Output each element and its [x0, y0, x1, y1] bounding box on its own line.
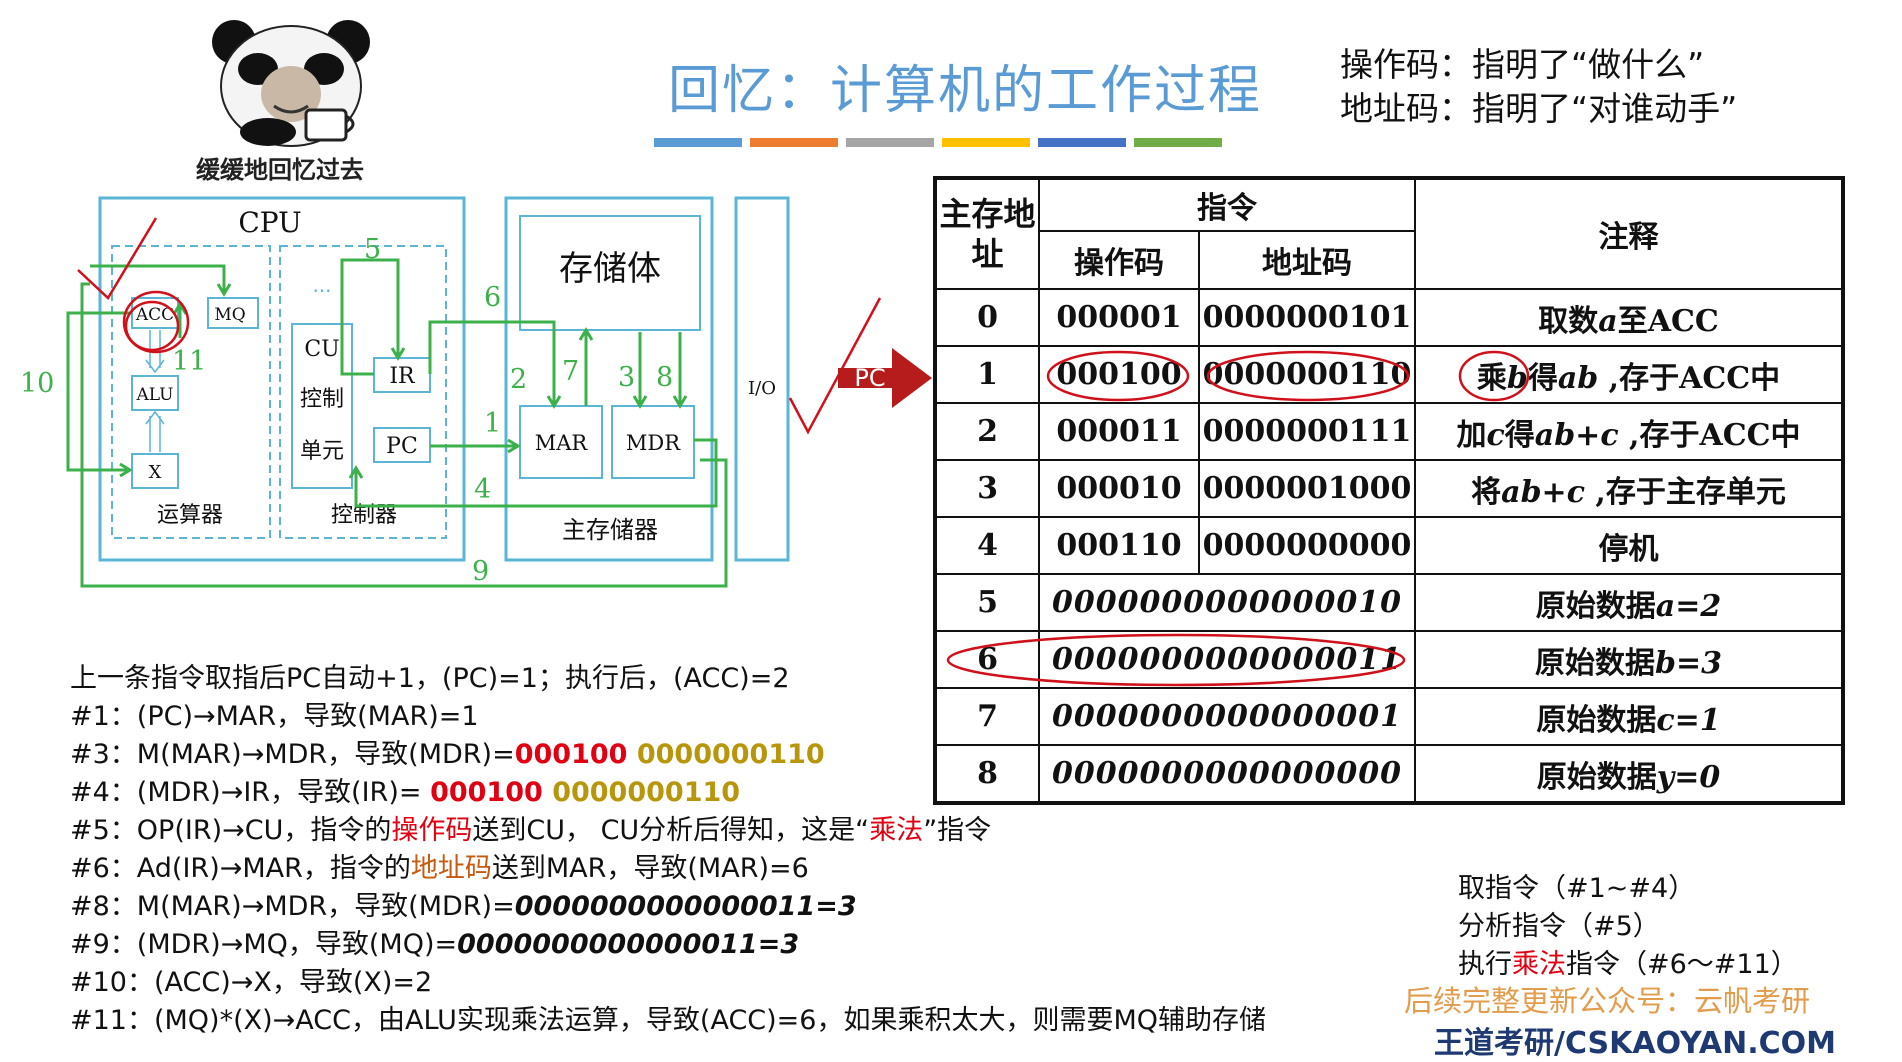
- phase-list: 取指令（#1~#4） 分析指令（#5） 执行乘法指令（#6～#11）: [1458, 870, 1798, 984]
- color-bar-6: [1134, 138, 1222, 147]
- table-row: 0 000001 0000000101 取数a至ACC: [934, 288, 1844, 347]
- control-unit-box: [279, 245, 447, 539]
- mar-register: [519, 405, 603, 479]
- svg-text:MDR: MDR: [626, 431, 681, 455]
- step-9: #9：(MDR)→MQ，导致(MQ)=0000000000000011=3: [70, 929, 800, 960]
- svg-text:9: 9: [472, 556, 489, 587]
- header-comment: 注释: [1414, 177, 1844, 290]
- step-10: #10：(ACC)→X，导致(X)=2: [70, 967, 433, 998]
- phase-analyze: 分析指令（#5）: [1458, 911, 1660, 942]
- table-row: 7 0000000000000001 原始数据c=1: [934, 687, 1844, 746]
- storage-body: [519, 215, 701, 331]
- svg-text:PC: PC: [386, 434, 418, 459]
- handwritten-circle: [946, 633, 1406, 687]
- svg-text:控制: 控制: [300, 387, 344, 412]
- color-bar-2: [750, 138, 838, 147]
- watermark-account: 后续完整更新公众号：云帆考研: [1404, 984, 1811, 1018]
- cu-box: [291, 323, 353, 489]
- step-8: #8：M(MAR)→MDR，导致(MDR)=0000000000000011=3: [70, 891, 857, 922]
- handwritten-circle: [1458, 350, 1530, 402]
- svg-text:单元: 单元: [300, 439, 344, 464]
- color-bar-4: [942, 138, 1030, 147]
- handwritten-check: [77, 217, 158, 300]
- table-row: 4 000110 0000000000 停机: [934, 516, 1844, 575]
- color-bar-1: [654, 138, 742, 147]
- svg-text:CU: CU: [304, 337, 339, 362]
- handwritten-check-io: [788, 297, 882, 435]
- page-title: 回忆：计算机的工作过程: [668, 61, 1263, 121]
- watermark-brand: 王道考研/CSKAOYAN.COM: [1434, 1026, 1836, 1061]
- svg-text:2: 2: [510, 364, 527, 395]
- step-1: #1：(PC)→MAR，导致(MAR)=1: [70, 701, 479, 732]
- table-row: 5 0000000000000010 原始数据a=2: [934, 573, 1844, 632]
- svg-text:11: 11: [172, 346, 206, 377]
- svg-text:4: 4: [474, 474, 491, 505]
- step-4: #4：(MDR)→IR，导致(IR)= 000100 0000000110: [70, 777, 741, 808]
- header-instr: 指令: [1038, 177, 1416, 232]
- svg-text:6: 6: [484, 282, 501, 313]
- note-opcode: 操作码：指明了“做什么”: [1340, 45, 1705, 84]
- svg-text:MAR: MAR: [535, 431, 589, 455]
- main-memory-box: [504, 196, 714, 562]
- svg-text:PC: PC: [854, 364, 885, 392]
- step-3: #3：M(MAR)→MDR，导致(MDR)=000100 0000000110: [70, 739, 825, 770]
- header-address: 地址码: [1198, 230, 1416, 290]
- computer-architecture-diagram: CPU 运算器 控制器 ACC MQ ALU X CU 控制 单元 ··· IR…: [20, 196, 932, 588]
- header-addr: 主存地址: [934, 177, 1040, 290]
- svg-text:···: ···: [312, 279, 331, 303]
- svg-text:存储体: 存储体: [559, 249, 661, 289]
- mq-register: [207, 297, 259, 329]
- svg-text:7: 7: [562, 356, 579, 387]
- svg-text:I/O: I/O: [748, 378, 776, 399]
- table-row: 3 000010 0000001000 将ab+c ,存于主存单元: [934, 459, 1844, 518]
- note-address: 地址码：指明了“对谁动手”: [1340, 89, 1738, 128]
- svg-text:3: 3: [618, 362, 635, 393]
- alu-unit-box: [111, 245, 271, 539]
- instruction-table: 主存地址 指令 注释 操作码 地址码 0 000001 0000000101 取…: [933, 176, 1845, 805]
- step-5: #5：OP(IR)→CU，指令的操作码送到CU， CU分析后得知，这是“乘法”指…: [70, 815, 992, 846]
- svg-text:5: 5: [364, 234, 381, 265]
- color-bar-5: [1038, 138, 1126, 147]
- table-row: 2 000011 0000000111 加c得ab+c ,存于ACC中: [934, 402, 1844, 461]
- svg-text:ALU: ALU: [136, 385, 174, 405]
- step-11: #11：(MQ)*(X)→ACC，由ALU实现乘法运算，导致(ACC)=6，如果…: [70, 1005, 1267, 1036]
- table-row: 6 0000000000000011 原始数据b=3: [934, 630, 1844, 689]
- color-bar-3: [846, 138, 934, 147]
- svg-text:ACC: ACC: [135, 305, 174, 325]
- phase-fetch: 取指令（#1~#4）: [1458, 873, 1696, 904]
- pc-pointer-arrow: [838, 348, 932, 408]
- step-intro: 上一条指令取指后PC自动+1，(PC)=1；执行后，(ACC)=2: [70, 663, 790, 694]
- meme-caption: 缓缓地回忆过去: [196, 156, 364, 184]
- svg-text:X: X: [149, 462, 162, 483]
- table-row: 8 0000000000000000 原始数据y=0: [934, 744, 1844, 804]
- x-register: [131, 453, 179, 489]
- io-box: [734, 196, 790, 562]
- svg-text:1: 1: [484, 408, 501, 439]
- step-6: #6：Ad(IR)→MAR，指令的地址码送到MAR，导致(MAR)=6: [70, 853, 809, 884]
- table-row: 1 000100 0000000110 乘b得ab ,存于ACC中: [934, 345, 1844, 404]
- cpu-label: CPU: [238, 206, 301, 239]
- phase-execute: 执行乘法指令（#6～#11）: [1458, 949, 1798, 980]
- svg-text:MQ: MQ: [214, 305, 245, 325]
- handwritten-circle: [1206, 350, 1410, 402]
- handwritten-circle: [1046, 350, 1190, 402]
- header-opcode: 操作码: [1038, 230, 1200, 290]
- alu-unit-label: 运算器: [157, 503, 223, 528]
- mdr-register: [611, 405, 695, 479]
- panda-meme-image: [212, 20, 370, 147]
- step-list: 上一条指令取指后PC自动+1，(PC)=1；执行后，(ACC)=2 #1：(PC…: [70, 660, 1266, 1040]
- cpu-box: [98, 196, 466, 562]
- svg-text:8: 8: [656, 362, 673, 393]
- svg-text:10: 10: [20, 368, 54, 399]
- alu-box: [131, 375, 179, 411]
- svg-text:IR: IR: [389, 364, 416, 389]
- svg-text:主存储器: 主存储器: [562, 516, 658, 544]
